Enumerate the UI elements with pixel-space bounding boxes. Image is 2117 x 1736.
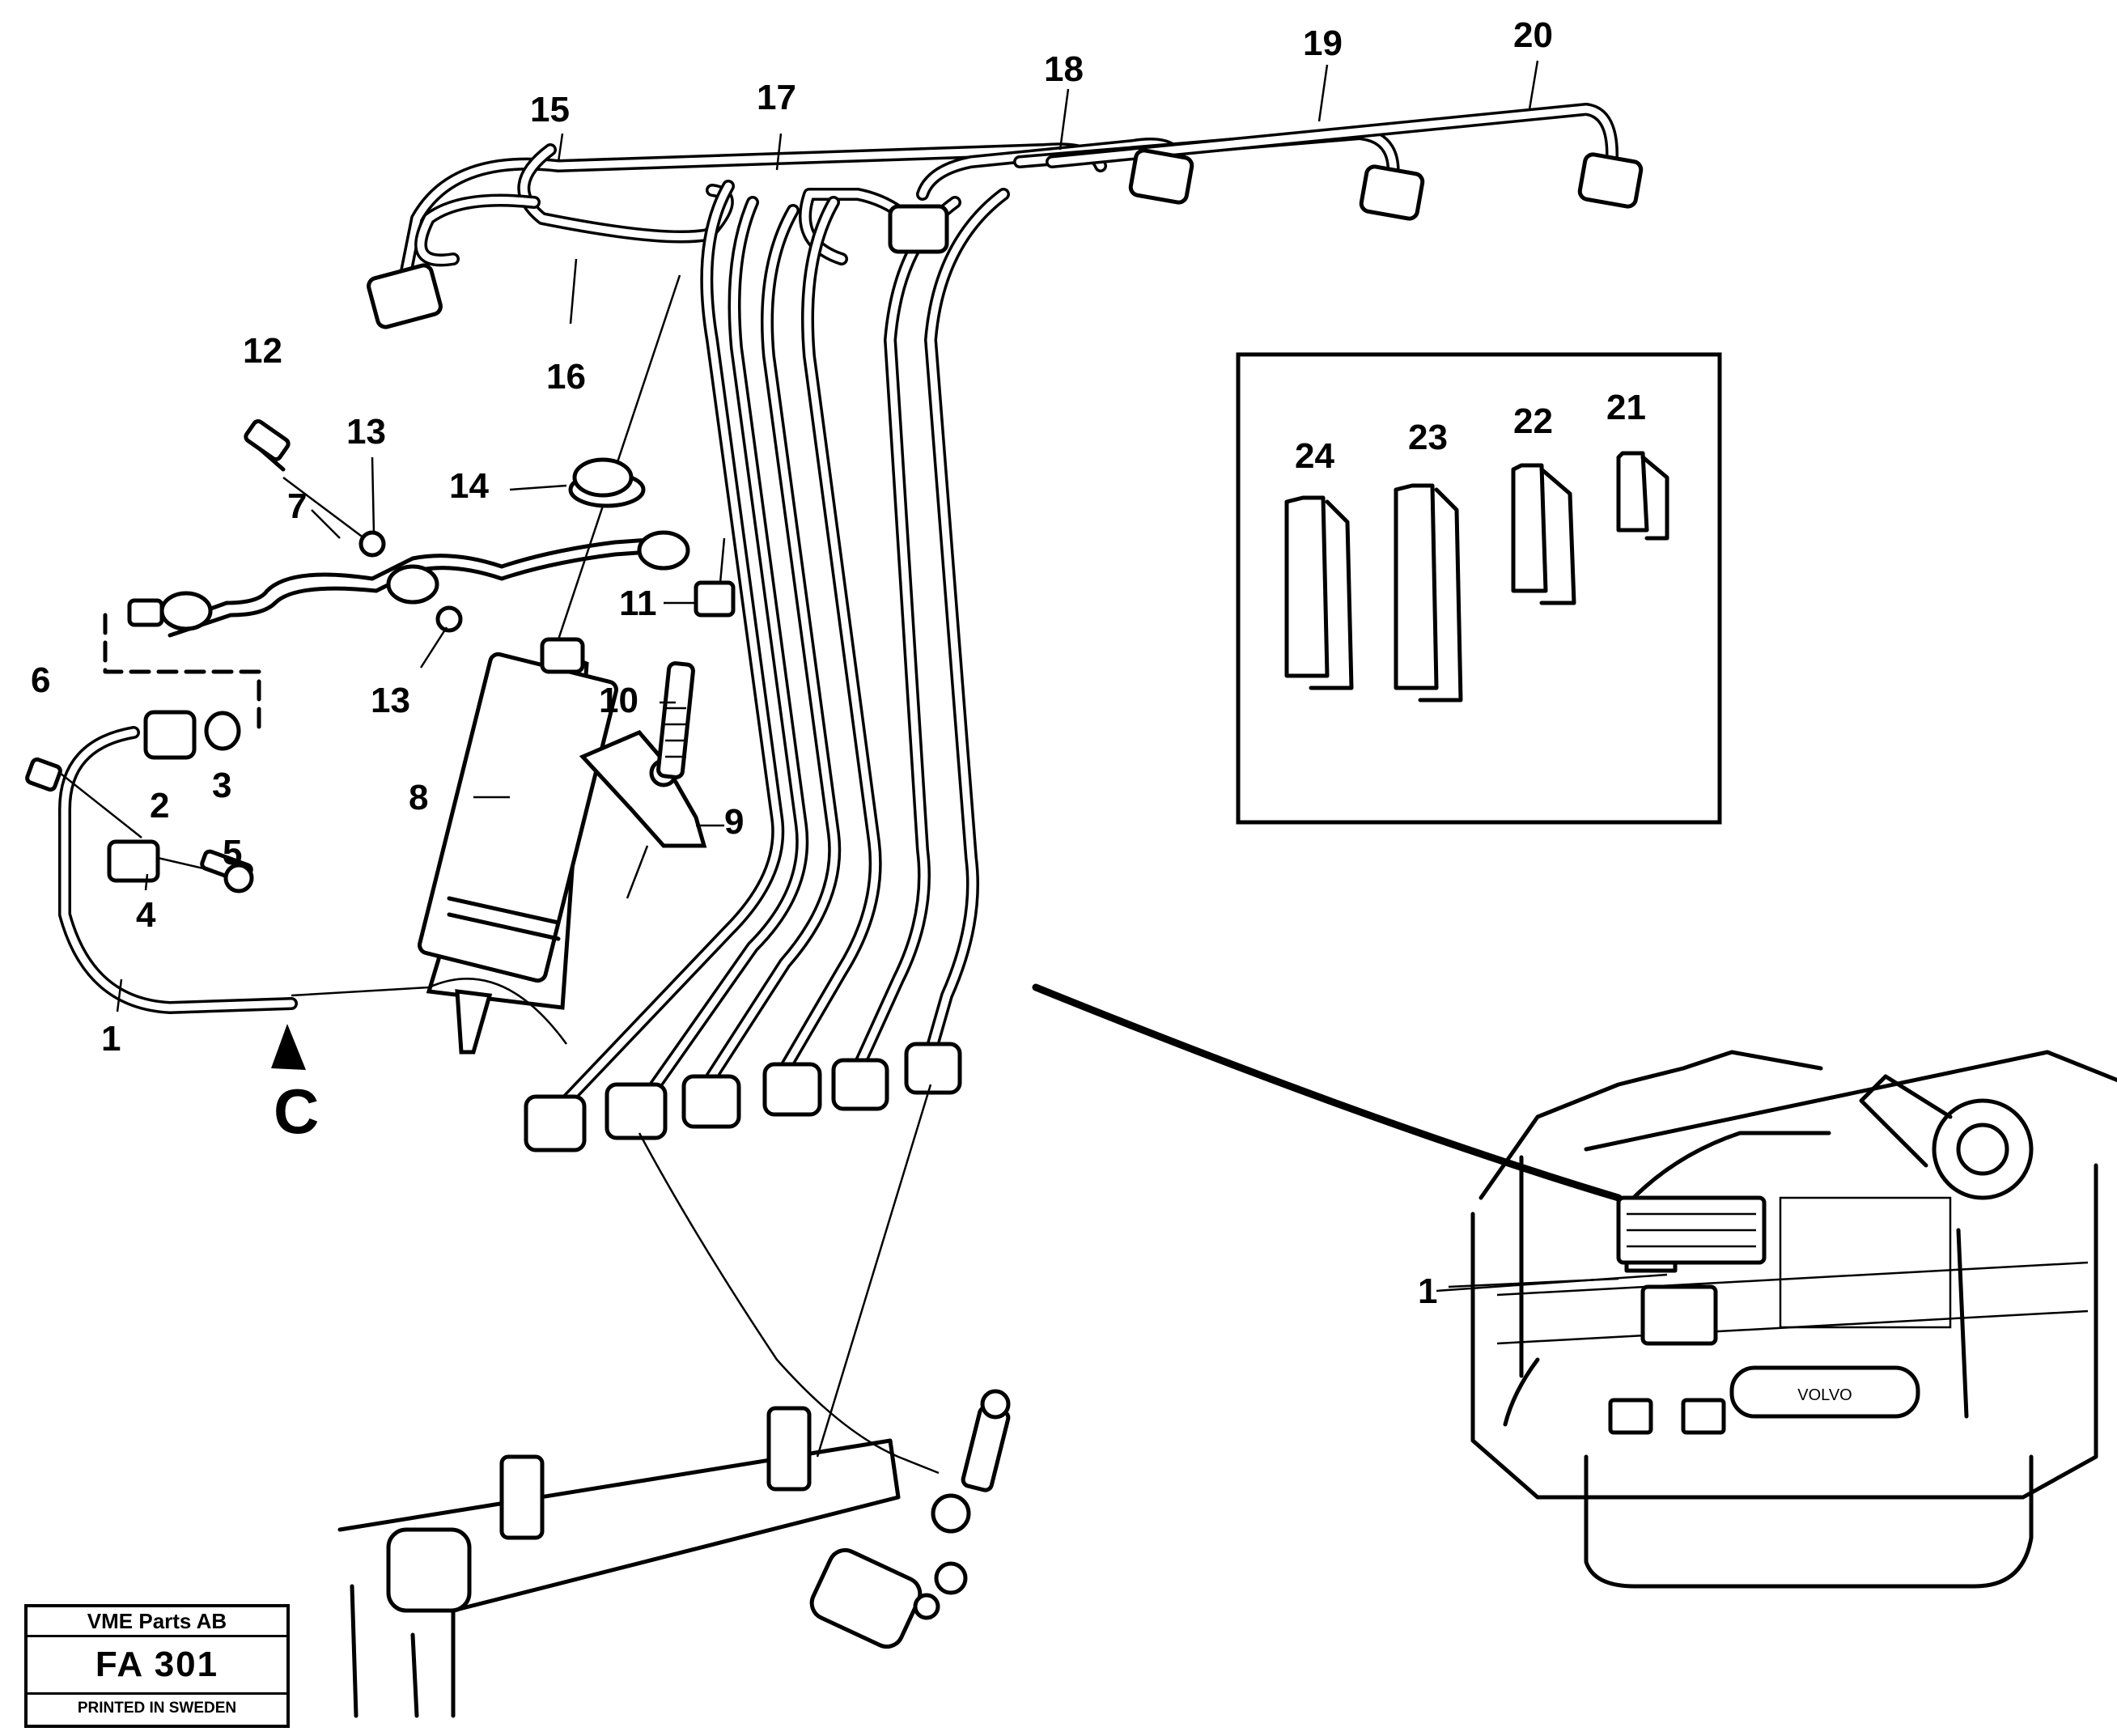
callout-1-engine: 1 xyxy=(1418,1271,1437,1311)
callout-2: 2 xyxy=(150,786,169,826)
title-block-company: VME Parts AB xyxy=(28,1607,286,1637)
callout-6: 6 xyxy=(31,660,50,700)
view-arrow xyxy=(1032,983,1623,1202)
pump-connection-leader xyxy=(638,1132,940,1475)
title-block-code: FA 301 xyxy=(28,1637,286,1695)
callout-24: 24 xyxy=(1295,436,1334,476)
return-pipe xyxy=(25,710,568,1045)
callout-labels: 15 17 18 19 20 16 12 13 7 14 11 10 13 6 … xyxy=(31,15,1646,1311)
callout-13a: 13 xyxy=(346,412,386,452)
callout-22: 22 xyxy=(1513,401,1553,441)
callout-11: 11 xyxy=(619,584,657,623)
callout-17: 17 xyxy=(757,78,796,117)
callout-3: 3 xyxy=(212,766,231,805)
leak-off-line xyxy=(127,419,690,638)
callout-12: 12 xyxy=(243,331,282,371)
callout-1: 1 xyxy=(101,1019,121,1059)
callout-7: 7 xyxy=(287,486,307,526)
callout-16: 16 xyxy=(546,357,586,397)
callout-9: 9 xyxy=(724,802,744,842)
injector-seal xyxy=(568,457,646,508)
callout-5: 5 xyxy=(223,833,242,872)
callout-13b: 13 xyxy=(371,681,410,720)
callout-18: 18 xyxy=(1044,49,1084,89)
callout-15: 15 xyxy=(530,90,570,129)
view-c-label: C xyxy=(274,1076,319,1147)
callout-19: 19 xyxy=(1303,23,1343,63)
pipe-union-nuts xyxy=(367,148,1644,1152)
pump-connection-leader-2 xyxy=(816,1084,932,1458)
callout-23: 23 xyxy=(1408,418,1448,457)
leader-lines xyxy=(116,60,1668,1292)
callout-14: 14 xyxy=(449,466,489,506)
injector xyxy=(418,274,681,1055)
svg-text:VOLVO: VOLVO xyxy=(1797,1386,1852,1404)
dashed-connector xyxy=(103,613,261,735)
injection-pump-detail xyxy=(337,1389,1011,1718)
callout-4: 4 xyxy=(136,895,156,935)
injector-clamp xyxy=(579,537,736,899)
clip-detail-box xyxy=(1236,352,1722,825)
view-c-arrow xyxy=(271,1024,306,1070)
engine-overview: VOLVO xyxy=(1448,1050,2117,1589)
callout-8: 8 xyxy=(409,778,428,817)
callout-10: 10 xyxy=(599,681,638,720)
delivery-pipes xyxy=(398,103,1619,1107)
callout-21: 21 xyxy=(1606,388,1646,427)
title-block: VME Parts AB FA 301 PRINTED IN SWEDEN xyxy=(24,1604,290,1728)
title-block-printed: PRINTED IN SWEDEN xyxy=(77,1700,237,1717)
callout-20: 20 xyxy=(1513,15,1553,55)
